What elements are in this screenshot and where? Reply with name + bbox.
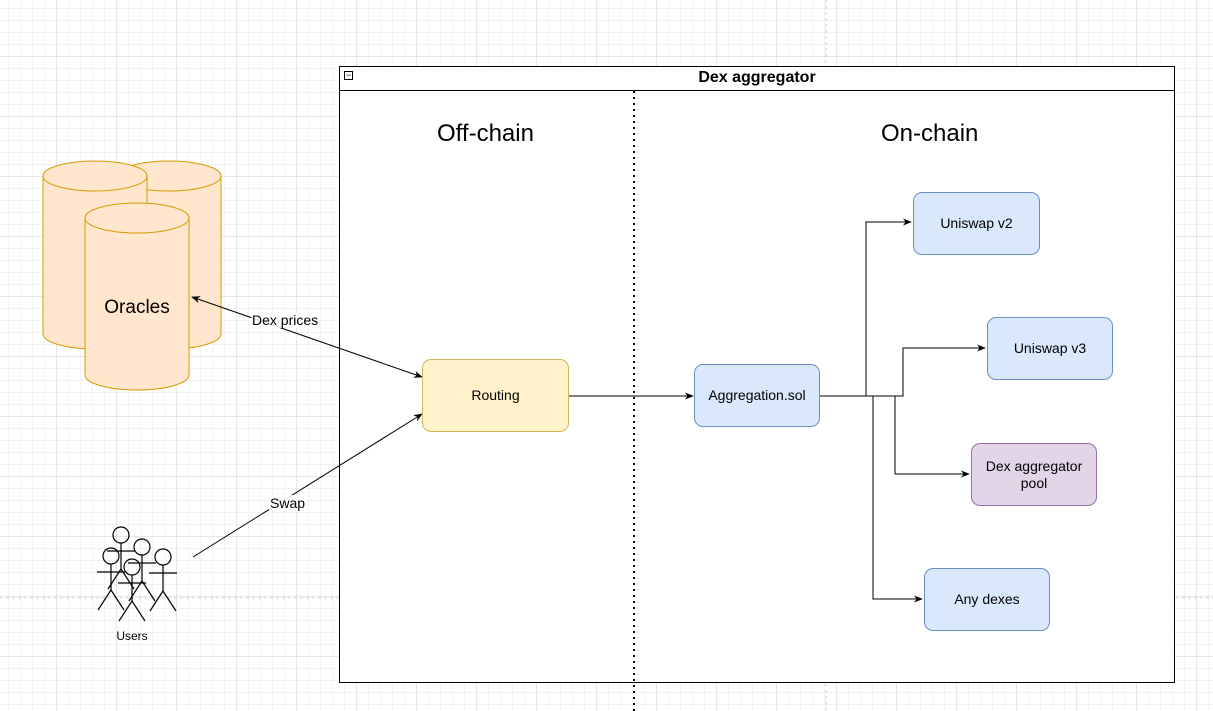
- routing-label: Routing: [471, 387, 520, 403]
- dex-aggregator-pool-label: Dex aggregator pool: [985, 457, 1083, 491]
- edge-to-uniswap-v2[interactable]: [820, 218, 912, 397]
- uniswap-v3-node[interactable]: Uniswap v3: [987, 317, 1113, 380]
- onchain-heading: On-chain: [881, 120, 979, 147]
- uniswap-v2-label: Uniswap v2: [940, 215, 1013, 231]
- aggregation-node[interactable]: Aggregation.sol: [694, 364, 820, 427]
- any-dexes-node[interactable]: Any dexes: [924, 568, 1050, 631]
- container-title: Dex aggregator: [698, 69, 816, 86]
- oracles-label: Oracles: [104, 297, 170, 318]
- oracles-database-icon[interactable]: [42, 160, 222, 391]
- users-icon[interactable]: [97, 526, 177, 622]
- collapse-icon[interactable]: −: [344, 70, 353, 80]
- edge-to-any-dexes[interactable]: [820, 395, 923, 603]
- edge-label-dex-prices: Dex prices: [251, 312, 320, 328]
- uniswap-v3-label: Uniswap v3: [1013, 340, 1087, 356]
- users-label: Users: [116, 629, 148, 643]
- any-dexes-label: Any dexes: [954, 591, 1020, 607]
- container-header: − Dex aggregator: [340, 67, 1174, 91]
- edge-to-dex-pool[interactable]: [820, 395, 970, 478]
- offchain-heading: Off-chain: [437, 120, 534, 147]
- aggregation-label: Aggregation.sol: [708, 387, 806, 403]
- uniswap-v2-node[interactable]: Uniswap v2: [913, 192, 1040, 255]
- dex-aggregator-pool-node[interactable]: Dex aggregator pool: [971, 443, 1097, 506]
- edge-swap[interactable]: [192, 413, 423, 558]
- edge-dex-prices[interactable]: [191, 296, 423, 378]
- edge-to-uniswap-v3[interactable]: [820, 344, 986, 397]
- edge-label-swap: Swap: [269, 495, 307, 511]
- routing-node[interactable]: Routing: [422, 359, 569, 432]
